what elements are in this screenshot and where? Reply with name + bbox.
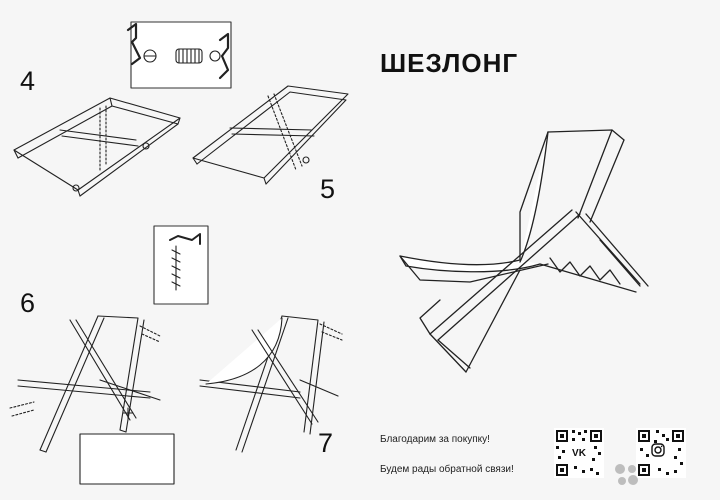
watermark-dots-icon (615, 464, 638, 485)
product-title: ШЕЗЛОНГ (380, 48, 519, 78)
instagram-qr-code[interactable] (636, 428, 686, 478)
thanks-for-purchase-text: Благодарим за покупку! (380, 434, 490, 445)
screw-detail-box (153, 225, 209, 305)
qr-pattern-instagram (638, 430, 684, 476)
step6-chair-frame (9, 315, 161, 453)
main-chair-illustration (399, 129, 649, 373)
step-number-7: 7 (318, 428, 334, 458)
step-number-5: 5 (320, 174, 336, 204)
qr-pattern-vk (556, 430, 602, 476)
instagram-glyph-icon (651, 443, 665, 457)
vk-icon: VK (569, 443, 589, 463)
step-number-4: 4 (20, 66, 36, 96)
step4-frame (13, 97, 181, 197)
step7-chair (199, 315, 343, 453)
watermark-logo (612, 460, 718, 496)
fabric-seat-panel (79, 433, 175, 485)
feedback-text: Будем рады обратной связи! (380, 464, 514, 475)
step-number-6: 6 (20, 288, 36, 318)
hardware-detail-box (126, 21, 232, 89)
vk-qr-code[interactable]: VK (554, 428, 604, 478)
step5-frame (192, 85, 349, 185)
instagram-icon (651, 443, 671, 463)
